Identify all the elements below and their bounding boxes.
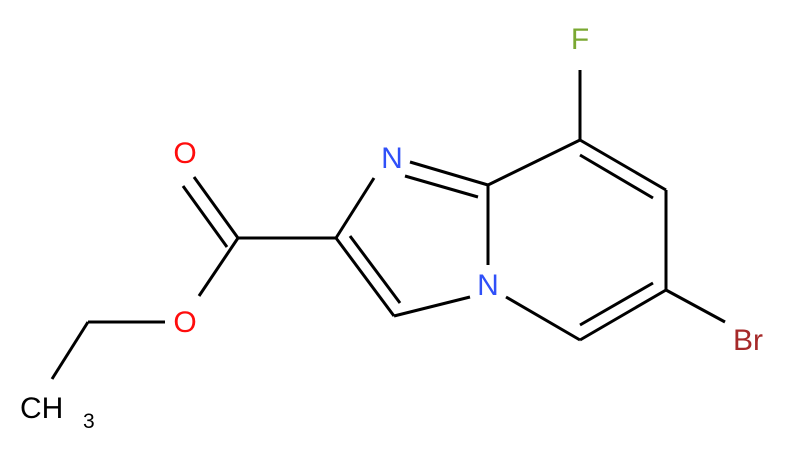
bond-c7-c8-2 bbox=[579, 153, 654, 200]
bond-c2-n1 bbox=[334, 177, 376, 239]
bonds bbox=[50, 70, 726, 380]
atom-methyl-carbon: CH bbox=[20, 392, 63, 425]
bond-c2-c3-1 bbox=[334, 237, 396, 317]
bond-n1-c8a-2 bbox=[404, 174, 479, 199]
atom-labels: F O N N O Br CH 3 bbox=[20, 23, 763, 433]
bond-c3-n4 bbox=[393, 295, 471, 318]
atom-methyl-subscript: 3 bbox=[83, 410, 95, 433]
bond-c7-c8-1 bbox=[579, 138, 667, 192]
bond-c-o-double-2 bbox=[181, 185, 229, 248]
bond-c-oester bbox=[197, 237, 240, 297]
atom-oxygen-carbonyl: O bbox=[173, 137, 196, 170]
bond-c5-c6-2 bbox=[579, 281, 654, 327]
atom-fluorine: F bbox=[571, 23, 589, 56]
bond-n1-c8a-1 bbox=[409, 160, 489, 187]
bond-c8-c8a bbox=[487, 138, 581, 187]
bond-c6-br bbox=[665, 288, 726, 324]
atom-nitrogen-imine: N bbox=[381, 142, 403, 175]
atom-nitrogen-bridge: N bbox=[477, 269, 499, 302]
bond-c-o-double-1 bbox=[192, 176, 240, 239]
bond-c5-c6-1 bbox=[579, 288, 667, 342]
bond-n4-c5 bbox=[505, 295, 581, 342]
bond-c2-c3-2 bbox=[348, 235, 402, 304]
atom-bromine: Br bbox=[733, 324, 763, 357]
atom-oxygen-ester: O bbox=[173, 306, 196, 339]
bond-ch2-ch3 bbox=[50, 321, 90, 380]
